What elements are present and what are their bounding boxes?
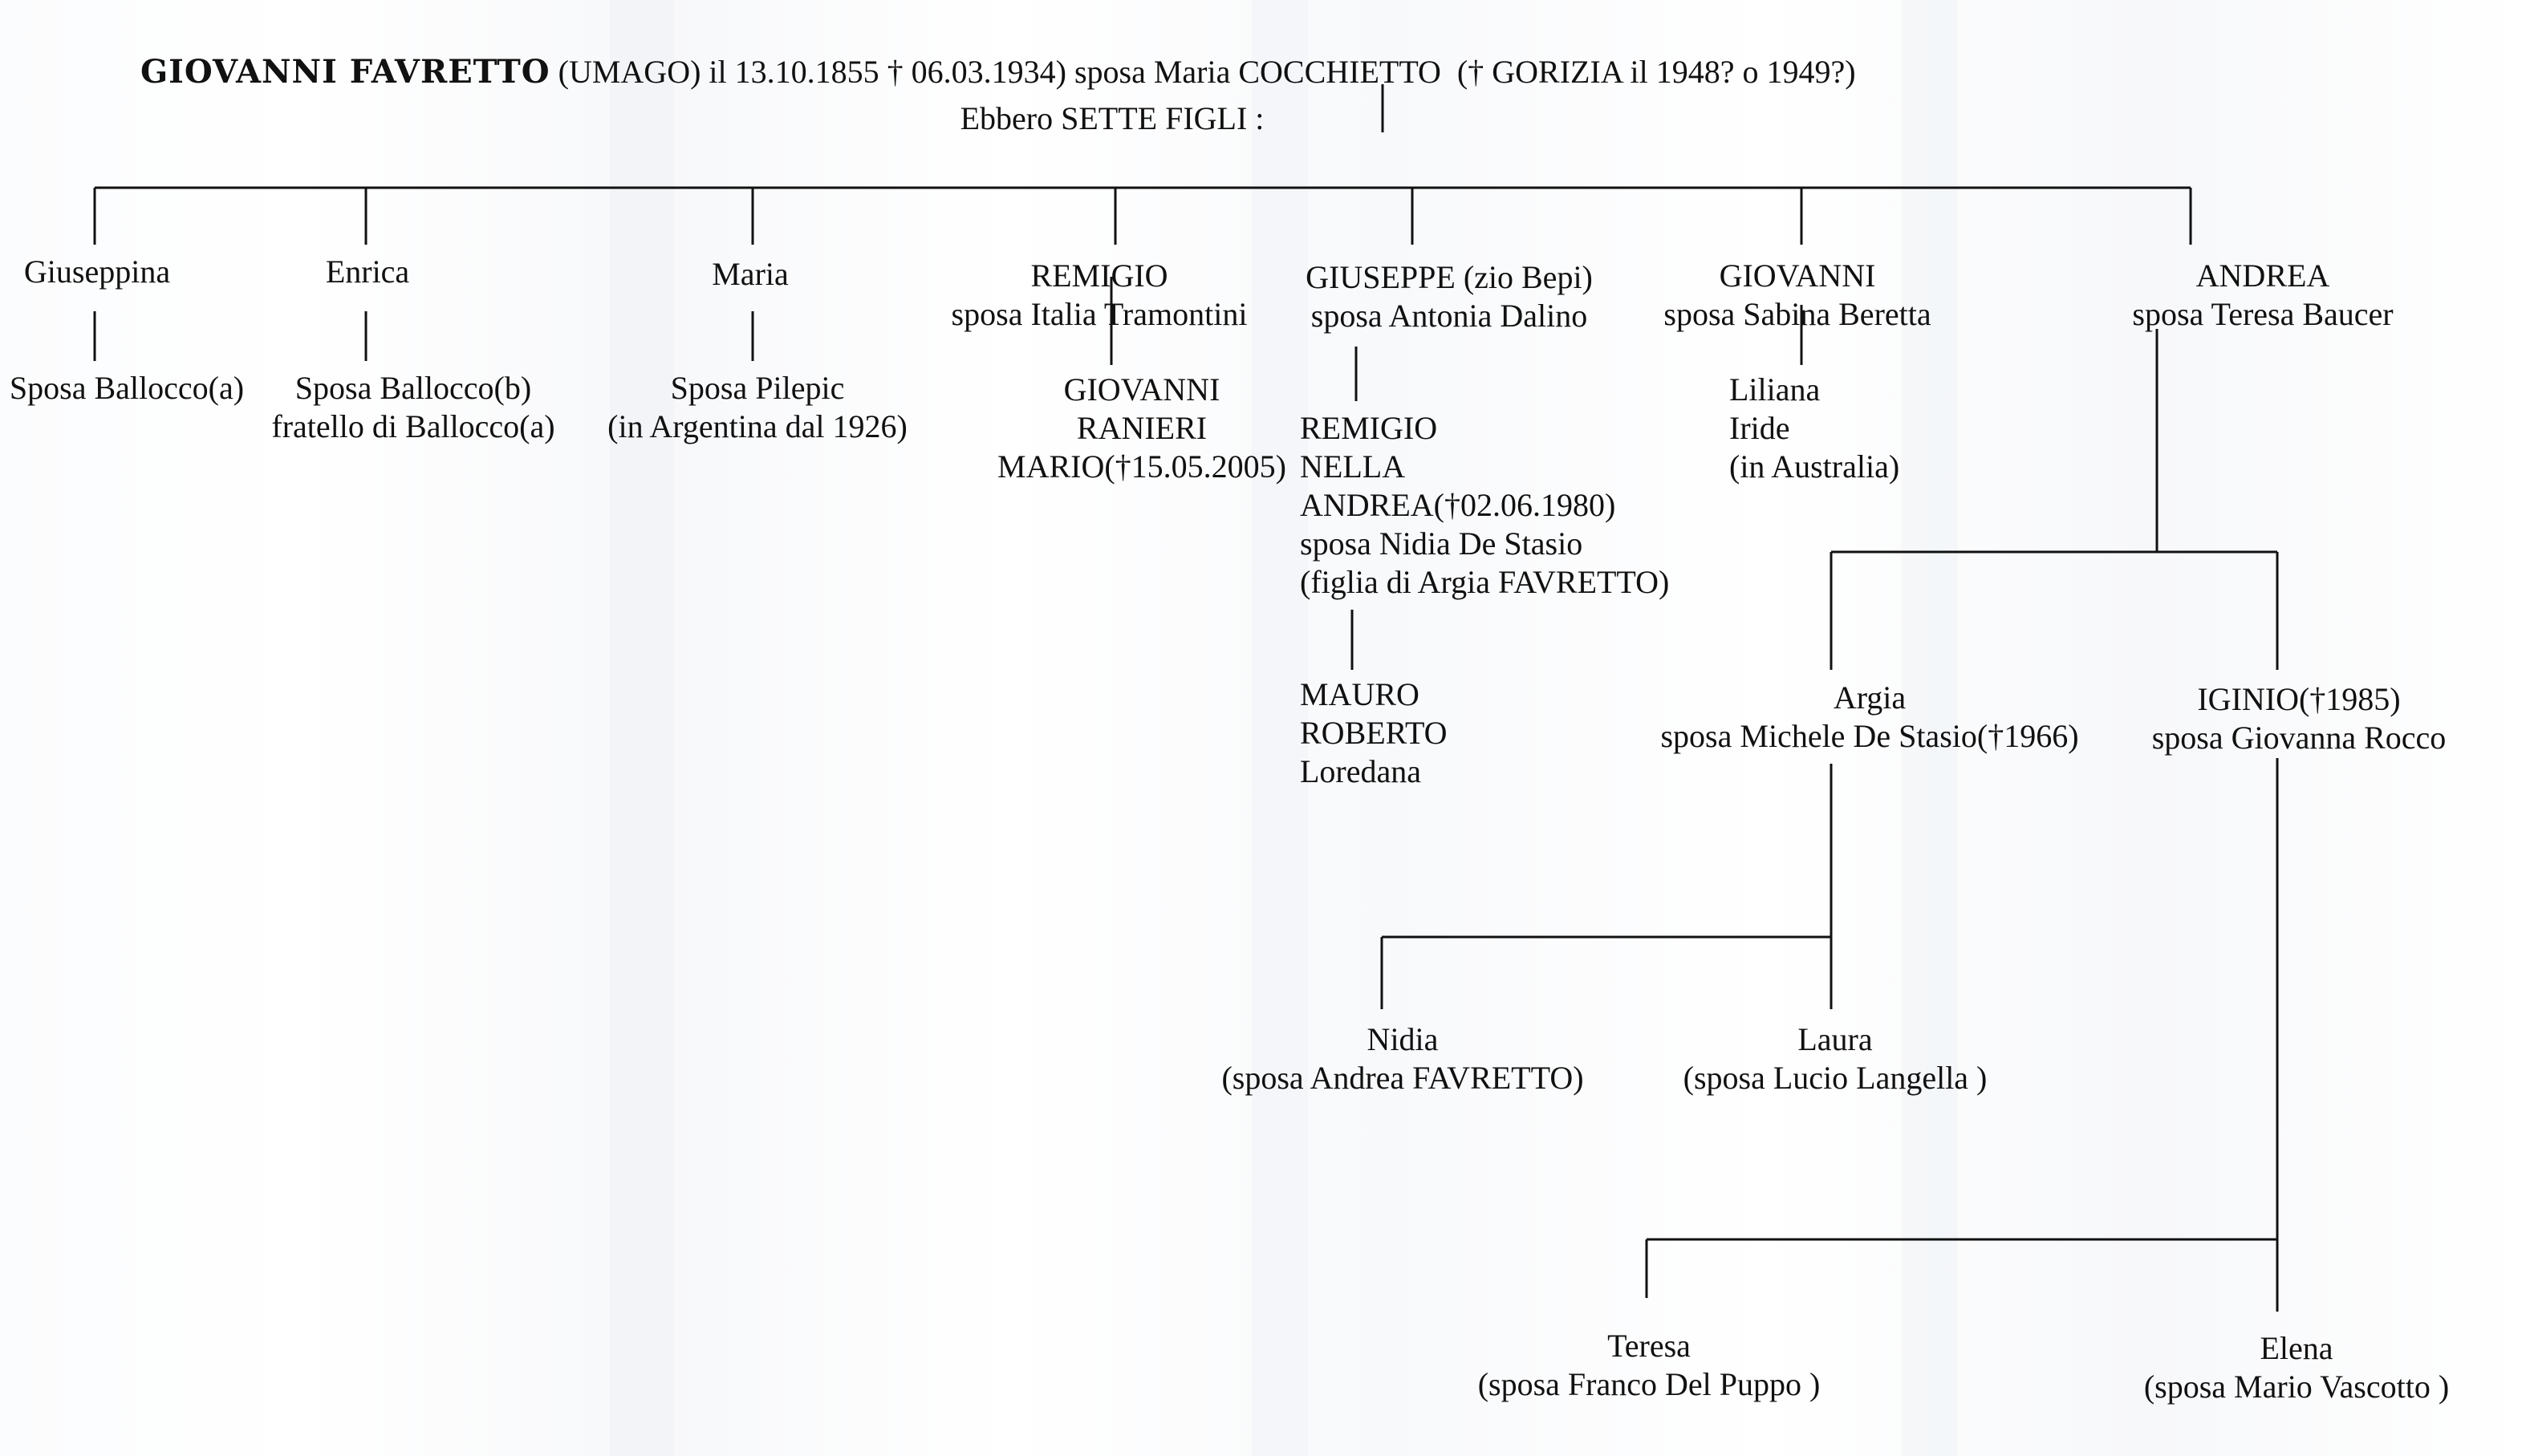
argia-child-laura: Laura (sposa Lucio Langella ) (1683, 1021, 1988, 1096)
child-giuseppe-children: REMIGIO NELLA ANDREA(†02.06.1980) sposa … (1300, 410, 1670, 600)
header-line: GIOVANNI FAVRETTO (UMAGO) il 13.10.1855 … (140, 53, 1856, 91)
child-remigio: REMIGIO sposa Italia Tramontini (951, 258, 1248, 332)
child-maria-spouse: Sposa Pilepic (in Argentina dal 1926) (607, 370, 908, 444)
child-andrea: ANDREA sposa Teresa Baucer (2132, 258, 2394, 332)
child-giovanni-children: Liliana Iride (in Australia) (1729, 371, 1900, 485)
child-maria: Maria (712, 256, 789, 292)
fold-shadow (1902, 0, 1958, 1456)
ancestor-details: (UMAGO) il 13.10.1855 † 06.03.1934) spos… (550, 54, 1856, 90)
child-enrica: Enrica (325, 253, 410, 290)
child-enrica-spouse: Sposa Ballocco(b) fratello di Ballocco(a… (271, 370, 555, 444)
child-giovanni: GIOVANNI sposa Sabina Beretta (1663, 258, 1931, 332)
argia-child-nidia: Nidia (sposa Andrea FAVRETTO) (1221, 1021, 1584, 1096)
child-giuseppina: Giuseppina (23, 253, 171, 290)
iginio-child-elena: Elena (sposa Mario Vascotto ) (2143, 1330, 2450, 1405)
child-remigio-children: GIOVANNI RANIERI MARIO(†15.05.2005) (997, 371, 1286, 485)
child-giuseppina-spouse: Sposa Ballocco(a) (9, 370, 245, 406)
andrea-child-argia: Argia sposa Michele De Stasio(†1966) (1660, 679, 2079, 754)
iginio-child-teresa: Teresa (sposa Franco Del Puppo ) (1477, 1328, 1821, 1402)
fold-shadow (610, 0, 674, 1456)
fold-shadow (1252, 0, 1308, 1456)
andrea-child-iginio: IGINIO(†1985) sposa Giovanna Rocco (2151, 681, 2447, 756)
ancestor-name: GIOVANNI FAVRETTO (140, 53, 550, 91)
giuseppe-grandchildren: MAURO ROBERTO Loredana (1300, 676, 1448, 789)
children-intro: Ebbero SETTE FIGLI : (960, 100, 1265, 136)
child-giuseppe: GIUSEPPE (zio Bepi) sposa Antonia Dalino (1306, 259, 1593, 334)
